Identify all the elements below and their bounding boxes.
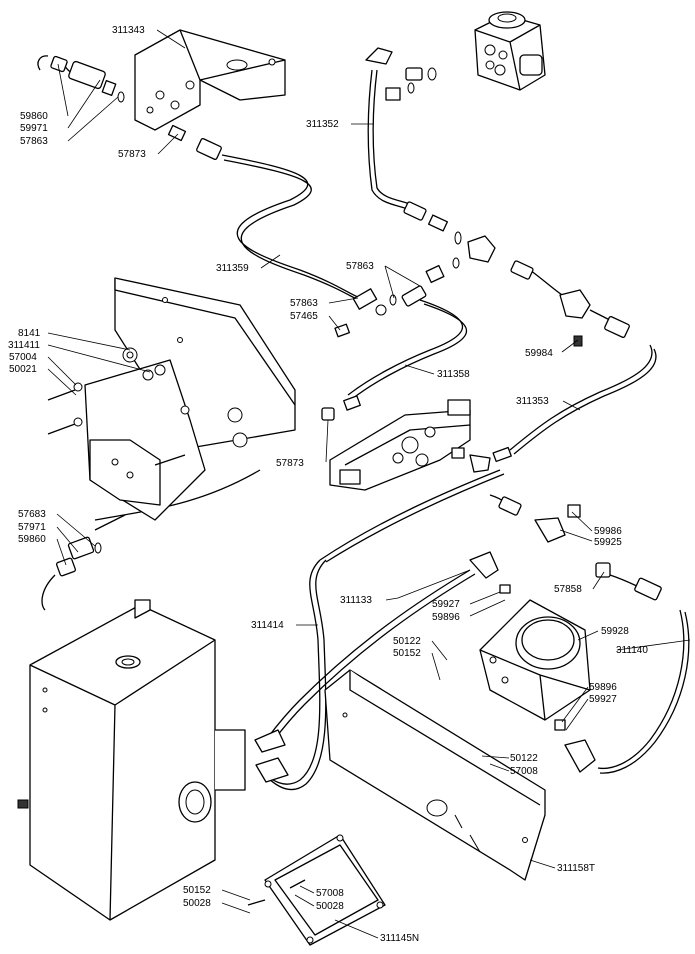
label-50122-upper: 50122 [393, 636, 421, 647]
hose-311359 [221, 154, 366, 301]
label-57008-right: 57008 [510, 766, 538, 777]
label-311359: 311359 [216, 263, 249, 274]
bracket-311343 [134, 29, 286, 131]
label-50122-lower: 50122 [510, 753, 538, 764]
label-59971-upper: 59971 [20, 123, 48, 134]
tee-fittings-center [403, 201, 630, 347]
label-311411: 311411 [8, 340, 40, 351]
label-50028-right: 50028 [316, 901, 344, 912]
fitting-57873-upper [167, 124, 222, 160]
label-50021: 50021 [9, 364, 37, 375]
fittings-steering [365, 47, 437, 101]
label-57858: 57858 [554, 584, 582, 595]
label-311353: 311353 [516, 396, 549, 407]
label-50152-lower: 50152 [183, 885, 211, 896]
fittings-pump [469, 551, 596, 773]
label-311133: 311133 [340, 595, 372, 606]
frame-plate-311411 [114, 277, 296, 449]
part-labels: 311343 59860 59971 57863 57873 311352 31… [8, 25, 648, 944]
label-57863-center-b: 57863 [290, 298, 318, 309]
bracket-311145N [247, 834, 386, 946]
fitting-57873-lower [321, 395, 361, 421]
leader-lines [47, 29, 691, 939]
label-57004: 57004 [9, 352, 37, 363]
hoses [59, 59, 690, 791]
label-59896-lower: 59896 [589, 682, 617, 693]
label-311343: 311343 [112, 25, 145, 36]
label-59984: 59984 [525, 348, 553, 359]
label-8141: 8141 [18, 328, 41, 339]
label-59925: 59925 [594, 537, 622, 548]
label-311140: 311140 [616, 645, 648, 656]
hose-311140 [597, 609, 685, 770]
label-311158T: 311158T [557, 863, 595, 874]
hose-311133 [261, 569, 471, 746]
pump-59928 [479, 599, 591, 721]
coupler-upper-left [37, 55, 125, 103]
label-59928: 59928 [601, 626, 629, 637]
steering-unit [474, 11, 546, 91]
plate-311158T [324, 669, 546, 881]
label-311145N: 311145N [380, 933, 419, 944]
label-59860-lower: 59860 [18, 534, 46, 545]
label-59896-upper: 59896 [432, 612, 460, 623]
label-50152-upper: 50152 [393, 648, 421, 659]
label-59927-lower: 59927 [589, 694, 617, 705]
fittings-59986-group [498, 496, 662, 601]
hydraulic-tank [17, 599, 289, 921]
label-50028-lower: 50028 [183, 898, 211, 909]
label-57008-lower: 57008 [316, 888, 344, 899]
hose-311353 [509, 344, 653, 451]
coupler-lower-left [41, 536, 102, 611]
control-valve [329, 399, 471, 491]
label-57863-center-a: 57863 [346, 261, 374, 272]
sub-bracket [84, 359, 206, 521]
hose-311414 [261, 559, 321, 785]
hose-311358 [347, 299, 464, 396]
label-57683: 57683 [18, 509, 46, 520]
label-57863-upper: 57863 [20, 136, 48, 147]
label-311358: 311358 [437, 369, 470, 380]
label-311352: 311352 [306, 119, 339, 130]
fittings-valve-right [451, 446, 512, 473]
label-57873-lower: 57873 [276, 458, 304, 469]
label-59986: 59986 [594, 526, 622, 537]
label-59927-upper: 59927 [432, 599, 460, 610]
hose-311352 [367, 69, 411, 211]
bolts-left [47, 382, 186, 531]
label-57873-upper: 57873 [118, 149, 146, 160]
label-57465: 57465 [290, 311, 318, 322]
label-57971: 57971 [18, 522, 46, 533]
fittings-57863-center [334, 285, 427, 338]
label-311414: 311414 [251, 620, 284, 631]
label-59860-upper: 59860 [20, 111, 48, 122]
